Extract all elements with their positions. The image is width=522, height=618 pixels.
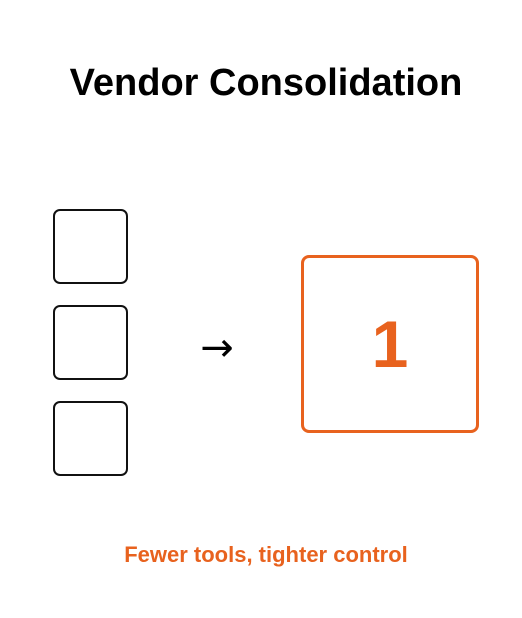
consolidated-vendor-box: 1 [301,255,479,433]
right-arrow-icon: → [200,325,234,371]
consolidated-count: 1 [371,307,409,381]
vendor-box-3 [53,401,128,476]
caption: Fewer tools, tighter control [124,542,408,567]
vendor-box-1 [53,209,128,284]
vendor-box-2 [53,305,128,380]
page-title: Vendor Consolidation [69,62,463,104]
